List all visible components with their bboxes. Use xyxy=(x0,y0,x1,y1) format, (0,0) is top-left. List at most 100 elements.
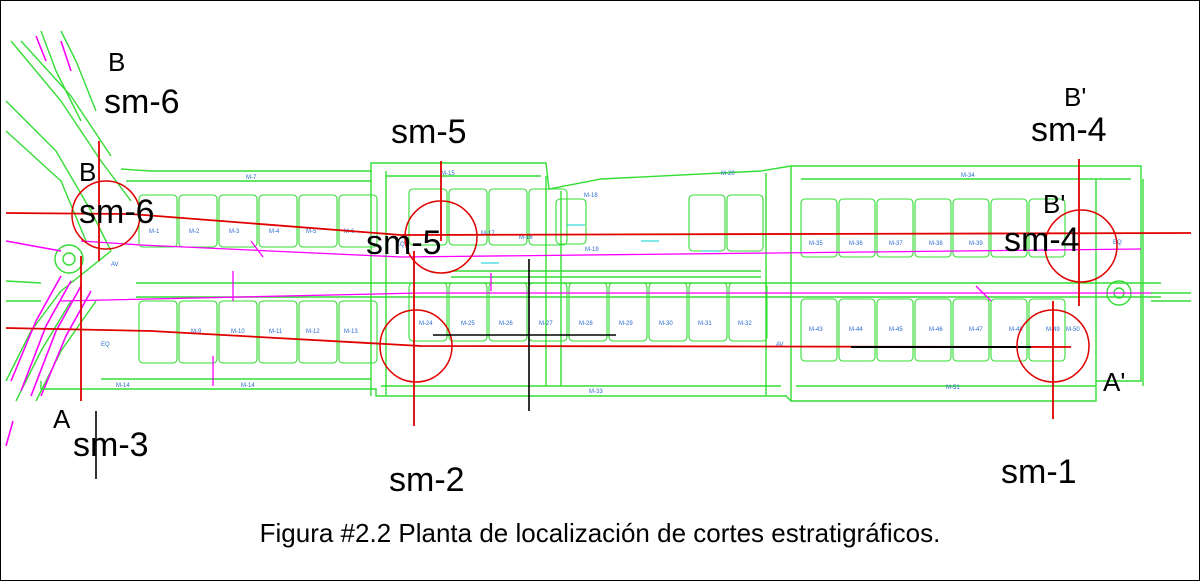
lot-label: M-45 xyxy=(889,327,903,333)
section-label-a-prime: A' xyxy=(1103,367,1125,397)
lot-block xyxy=(838,298,876,362)
lot-label: M-26 xyxy=(499,321,513,327)
lot-label: M-27 xyxy=(539,321,553,327)
lot-block xyxy=(408,282,448,342)
lot-block xyxy=(914,198,952,258)
lot-label: M-14 xyxy=(116,383,130,389)
lot-block xyxy=(952,198,990,258)
section-label-b-prime-top: B' xyxy=(1064,82,1086,112)
sounding-circle-sm5 xyxy=(404,200,478,274)
section-label-a: A xyxy=(53,404,71,434)
lot-block xyxy=(528,188,568,246)
lot-block xyxy=(298,194,338,248)
magenta-lines xyxy=(60,240,1151,386)
lot-label: M-20 xyxy=(721,171,735,177)
lot-label: M-19 xyxy=(585,247,599,253)
lot-label: M-29 xyxy=(619,321,633,327)
lot-block xyxy=(688,194,726,252)
left-intersection xyxy=(5,30,132,402)
lot-block xyxy=(338,300,378,364)
section-line-a xyxy=(5,327,1072,348)
lot-label: M-7 xyxy=(246,175,257,181)
sounding-circle-sm4 xyxy=(1044,209,1118,283)
lot-label: M-24 xyxy=(419,321,433,327)
lot-label: M-13 xyxy=(344,329,358,335)
lot-block xyxy=(258,300,298,364)
lot-label: M-37 xyxy=(889,241,903,247)
lot-block xyxy=(568,282,608,342)
lot-label: M-30 xyxy=(659,321,673,327)
sounding-circle-sm1 xyxy=(1016,309,1090,383)
sounding-label-sm4-top: sm-4 xyxy=(1031,111,1107,149)
lot-label: M-4 xyxy=(269,229,280,235)
lot-label: M-5 xyxy=(306,229,317,235)
sounding-label-sm5-top: sm-5 xyxy=(391,113,467,151)
lot-block xyxy=(952,298,990,362)
lot-label: M-38 xyxy=(929,241,943,247)
site-plan: M-1 M-2 M-3 M-4 M-5 M-6 M-9 M-10 M-11 M-… xyxy=(5,30,1192,499)
lot-label: M-46 xyxy=(929,327,943,333)
lot-label: M-51 xyxy=(946,385,960,391)
lot-label: M-31 xyxy=(698,321,712,327)
lot-block xyxy=(448,282,488,342)
lot-block xyxy=(555,198,587,245)
lot-label: M-1 xyxy=(149,229,160,235)
lot-label: M-6 xyxy=(344,229,355,235)
lot-label: M-18 xyxy=(584,193,598,199)
lot-label: M-39 xyxy=(969,241,983,247)
lot-block xyxy=(1028,298,1066,362)
sounding-label-sm6-top: sm-6 xyxy=(104,83,180,121)
lot-label: M-35 xyxy=(809,241,823,247)
lot-block xyxy=(258,194,298,248)
section-label-b-prime-plan: B' xyxy=(1043,189,1065,219)
lot-block xyxy=(876,198,914,258)
lot-label: M-12 xyxy=(306,329,320,335)
lot-label: EQ xyxy=(101,342,110,348)
lot-block xyxy=(990,298,1028,362)
subdivision-outline xyxy=(40,162,1191,402)
lot-label: M-15 xyxy=(441,171,455,177)
lot-label: M-50 xyxy=(1066,327,1080,333)
lot-block xyxy=(838,198,876,258)
left-magenta-roads xyxy=(5,35,92,447)
lot-block xyxy=(488,188,528,246)
lot-block xyxy=(298,300,338,364)
lot-label: M-32 xyxy=(738,321,752,327)
lot-block xyxy=(688,282,728,342)
lot-label: M-10 xyxy=(231,329,245,335)
sounding-label-sm5-plan: sm-5 xyxy=(366,224,442,262)
lot-block xyxy=(800,198,838,258)
lot-label: M-48 xyxy=(1009,327,1023,333)
lot-block xyxy=(990,198,1028,258)
lot-label: AV xyxy=(776,342,784,348)
lot-block xyxy=(488,282,528,342)
lot-label: M-34 xyxy=(961,173,975,179)
lot-label: AV xyxy=(111,262,119,268)
plan-labels: B sm-6 B sm-6 sm-5 sm-5 B' sm-4 B' sm-4 … xyxy=(53,47,1125,499)
sounding-circle-sm2 xyxy=(379,309,453,383)
lot-label: M-43 xyxy=(809,327,823,333)
lot-block xyxy=(338,194,378,248)
lot-label: M-44 xyxy=(849,327,863,333)
lot-label: M-33 xyxy=(589,389,603,395)
sounding-label-sm4-plan: sm-4 xyxy=(1004,221,1080,259)
lot-block xyxy=(726,194,764,252)
lot-block xyxy=(608,282,648,342)
sounding-label-sm3: sm-3 xyxy=(73,426,149,464)
lot-label: M-9 xyxy=(191,329,202,335)
black-markers xyxy=(95,259,616,479)
lot-block xyxy=(218,300,258,364)
lot-blocks xyxy=(138,188,1066,364)
lot-label: M-16 xyxy=(519,235,533,241)
lot-block xyxy=(648,282,688,342)
lot-label: M-28 xyxy=(579,321,593,327)
sounding-label-sm6-plan: sm-6 xyxy=(79,193,155,231)
sounding-circles xyxy=(71,180,1118,383)
lot-label: M-25 xyxy=(461,321,475,327)
lot-label: M-14 xyxy=(241,383,255,389)
lot-label: EQ xyxy=(396,242,405,248)
lot-block xyxy=(876,298,914,362)
lot-block xyxy=(448,188,488,246)
sounding-circle-sm6 xyxy=(71,180,141,250)
